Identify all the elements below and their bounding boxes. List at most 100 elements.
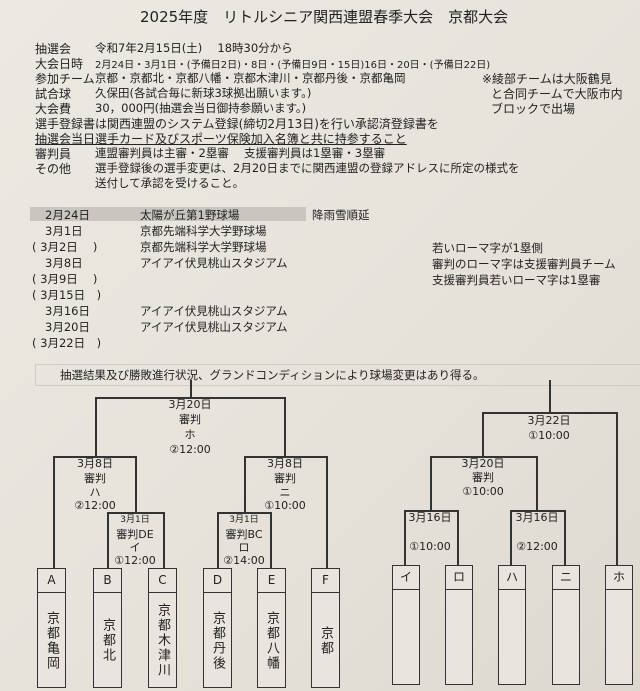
- team-slot-letter: D: [204, 569, 231, 593]
- right-slot: ロ: [445, 565, 473, 685]
- info-value-ball: 久保田(各試合毎に新球3球拠出願います。): [95, 86, 312, 100]
- lb-final-ump-team: ホ: [184, 428, 196, 441]
- venue-change-notice: 抽選結果及び勝敗進行状況、グランドコンディションにより球場変更はあり得る。: [60, 368, 485, 382]
- bracket-line: [53, 456, 136, 458]
- schedule-highlight: [30, 207, 306, 221]
- lb-semi-left-time: ②12:00: [74, 499, 116, 512]
- bracket-line: [95, 397, 97, 456]
- info-value-lottery: 令和7年2月15日(土) 18時30分から: [95, 41, 293, 55]
- schedule-venue: アイアイ伏見桃山スタジアム: [140, 304, 288, 318]
- bracket-line: [536, 456, 538, 510]
- lb-qde-time: ②14:00: [223, 554, 265, 567]
- info-label-fee: 大会費: [35, 102, 72, 116]
- team-name: 京都北: [100, 618, 115, 663]
- schedule-date: ( 3月22日 ): [32, 336, 102, 350]
- rb-final-time: ①10:00: [528, 429, 570, 442]
- rb-semi-date: 3月20日: [461, 457, 505, 470]
- schedule-date: ( 3月2日 ): [32, 240, 98, 254]
- schedule-date: ( 3月15日 ): [32, 288, 102, 302]
- schedule-note: 降雨雪順延: [312, 208, 370, 222]
- right-slot-letter: ホ: [606, 566, 632, 590]
- info-label-lottery: 抽選会: [35, 42, 72, 56]
- schedule-date: 2月24日: [45, 208, 90, 222]
- team-slot-letter: B: [94, 569, 121, 593]
- bracket-line: [510, 510, 565, 512]
- lb-semi-left-date: 3月8日: [77, 457, 113, 470]
- lb-semi-right-time: ①10:00: [264, 499, 306, 512]
- rb-q2-date: 3月16日: [515, 511, 559, 524]
- schedule-venue: アイアイ伏見桃山スタジアム: [140, 256, 288, 270]
- info-value-dates: 2月24日・3月1日・(予備日2日)・8日・(予備日9日・15日)16日・20日…: [95, 60, 491, 71]
- right-slot-letter: ロ: [446, 566, 472, 590]
- schedule-date: 3月16日: [45, 304, 90, 318]
- bracket-line: [163, 512, 165, 568]
- bracket-line: [244, 456, 246, 512]
- bracket-line: [430, 456, 432, 510]
- bracket-line: [53, 456, 55, 568]
- bracket-line: [564, 510, 566, 565]
- roman-note-3: 支援審判員若いローマ字は1塁審: [432, 273, 601, 287]
- team-name: 京都亀岡: [44, 610, 59, 671]
- lb-semi-left-ump-team: ハ: [89, 486, 101, 499]
- bracket-line: [326, 456, 328, 568]
- lb-qde-ump-team: ロ: [238, 541, 250, 554]
- team-name: 京都八幡: [264, 610, 279, 671]
- right-slot-letter: イ: [393, 566, 419, 590]
- bracket-line: [190, 380, 192, 397]
- team-slot-d: D 京都丹後: [203, 568, 232, 688]
- rb-q1-time: ①10:00: [409, 540, 451, 553]
- right-slot: ニ: [552, 565, 580, 685]
- bracket-line: [616, 412, 618, 565]
- rb-final-date: 3月22日: [527, 414, 571, 427]
- team-slot-letter: E: [258, 569, 285, 593]
- lb-qbc-time: ①12:00: [114, 554, 156, 567]
- ayabe-note-3: ブロックで出場: [491, 102, 576, 116]
- right-slot-letter: ニ: [553, 566, 579, 590]
- bracket-line: [457, 510, 459, 565]
- schedule-date: 3月1日: [45, 224, 83, 238]
- info-value-teams: 京都・京都北・京都八幡・京都木津川・京都丹後・京都亀岡: [95, 71, 406, 85]
- roman-note-2: 審判のローマ字は支援審判員チーム: [432, 257, 616, 271]
- lb-qbc-date: 3月1日: [120, 515, 150, 525]
- bracket-line: [482, 412, 484, 456]
- bracket-line: [549, 380, 551, 412]
- right-slot: ホ: [605, 565, 633, 685]
- info-label-dates: 大会日時: [35, 57, 84, 71]
- other-value-2: 送付して承認を受けること。: [95, 176, 245, 190]
- lb-semi-right-date: 3月8日: [267, 457, 303, 470]
- schedule-venue: アイアイ伏見桃山スタジアム: [140, 320, 288, 334]
- lb-final-ump: 審判: [179, 413, 201, 426]
- bracket-line: [404, 510, 458, 512]
- bracket-line: [135, 456, 137, 512]
- bracket-line: [217, 512, 271, 514]
- team-slot-letter: C: [149, 569, 176, 593]
- schedule-date: 3月20日: [45, 320, 90, 334]
- document-title: 2025年度 リトルシニア関西連盟春季大会 京都大会: [140, 8, 509, 26]
- rb-semi-time: ①10:00: [462, 485, 504, 498]
- right-slot-empty: [499, 590, 525, 685]
- roman-note-1: 若いローマ字が1塁側: [432, 241, 543, 255]
- bracket-line: [404, 510, 406, 565]
- umpire-value: 連盟審判員は主審・2塁審 支援審判員は1塁審・3塁審: [95, 146, 386, 160]
- team-name: 京都丹後: [210, 610, 225, 671]
- right-slot-empty: [446, 590, 472, 685]
- right-slot: ハ: [498, 565, 526, 685]
- lb-final-time: ②12:00: [169, 443, 211, 456]
- ayabe-note-1: ※綾部チームは大阪鶴見: [482, 72, 612, 86]
- ayabe-note-2: と合同チームで大阪市内: [491, 87, 623, 101]
- team-name: 京都: [318, 625, 333, 656]
- lb-qbc-ump-team: イ: [129, 541, 141, 554]
- info-label-ball: 試合球: [35, 87, 72, 101]
- bracket-line: [244, 456, 327, 458]
- bracket-line: [270, 512, 272, 568]
- umpire-label: 審判員: [35, 147, 72, 161]
- bracket-line: [482, 412, 617, 414]
- schedule-date: 3月8日: [45, 256, 83, 270]
- right-slot-empty: [553, 590, 579, 685]
- registration-line-1: 選手登録書は関西連盟のシステム登録(締切2月13日)を行い承認済登録書を: [35, 117, 439, 131]
- lb-semi-left-ump: 審判: [84, 472, 106, 485]
- bracket-line: [107, 512, 109, 568]
- lb-final-date: 3月20日: [168, 398, 212, 411]
